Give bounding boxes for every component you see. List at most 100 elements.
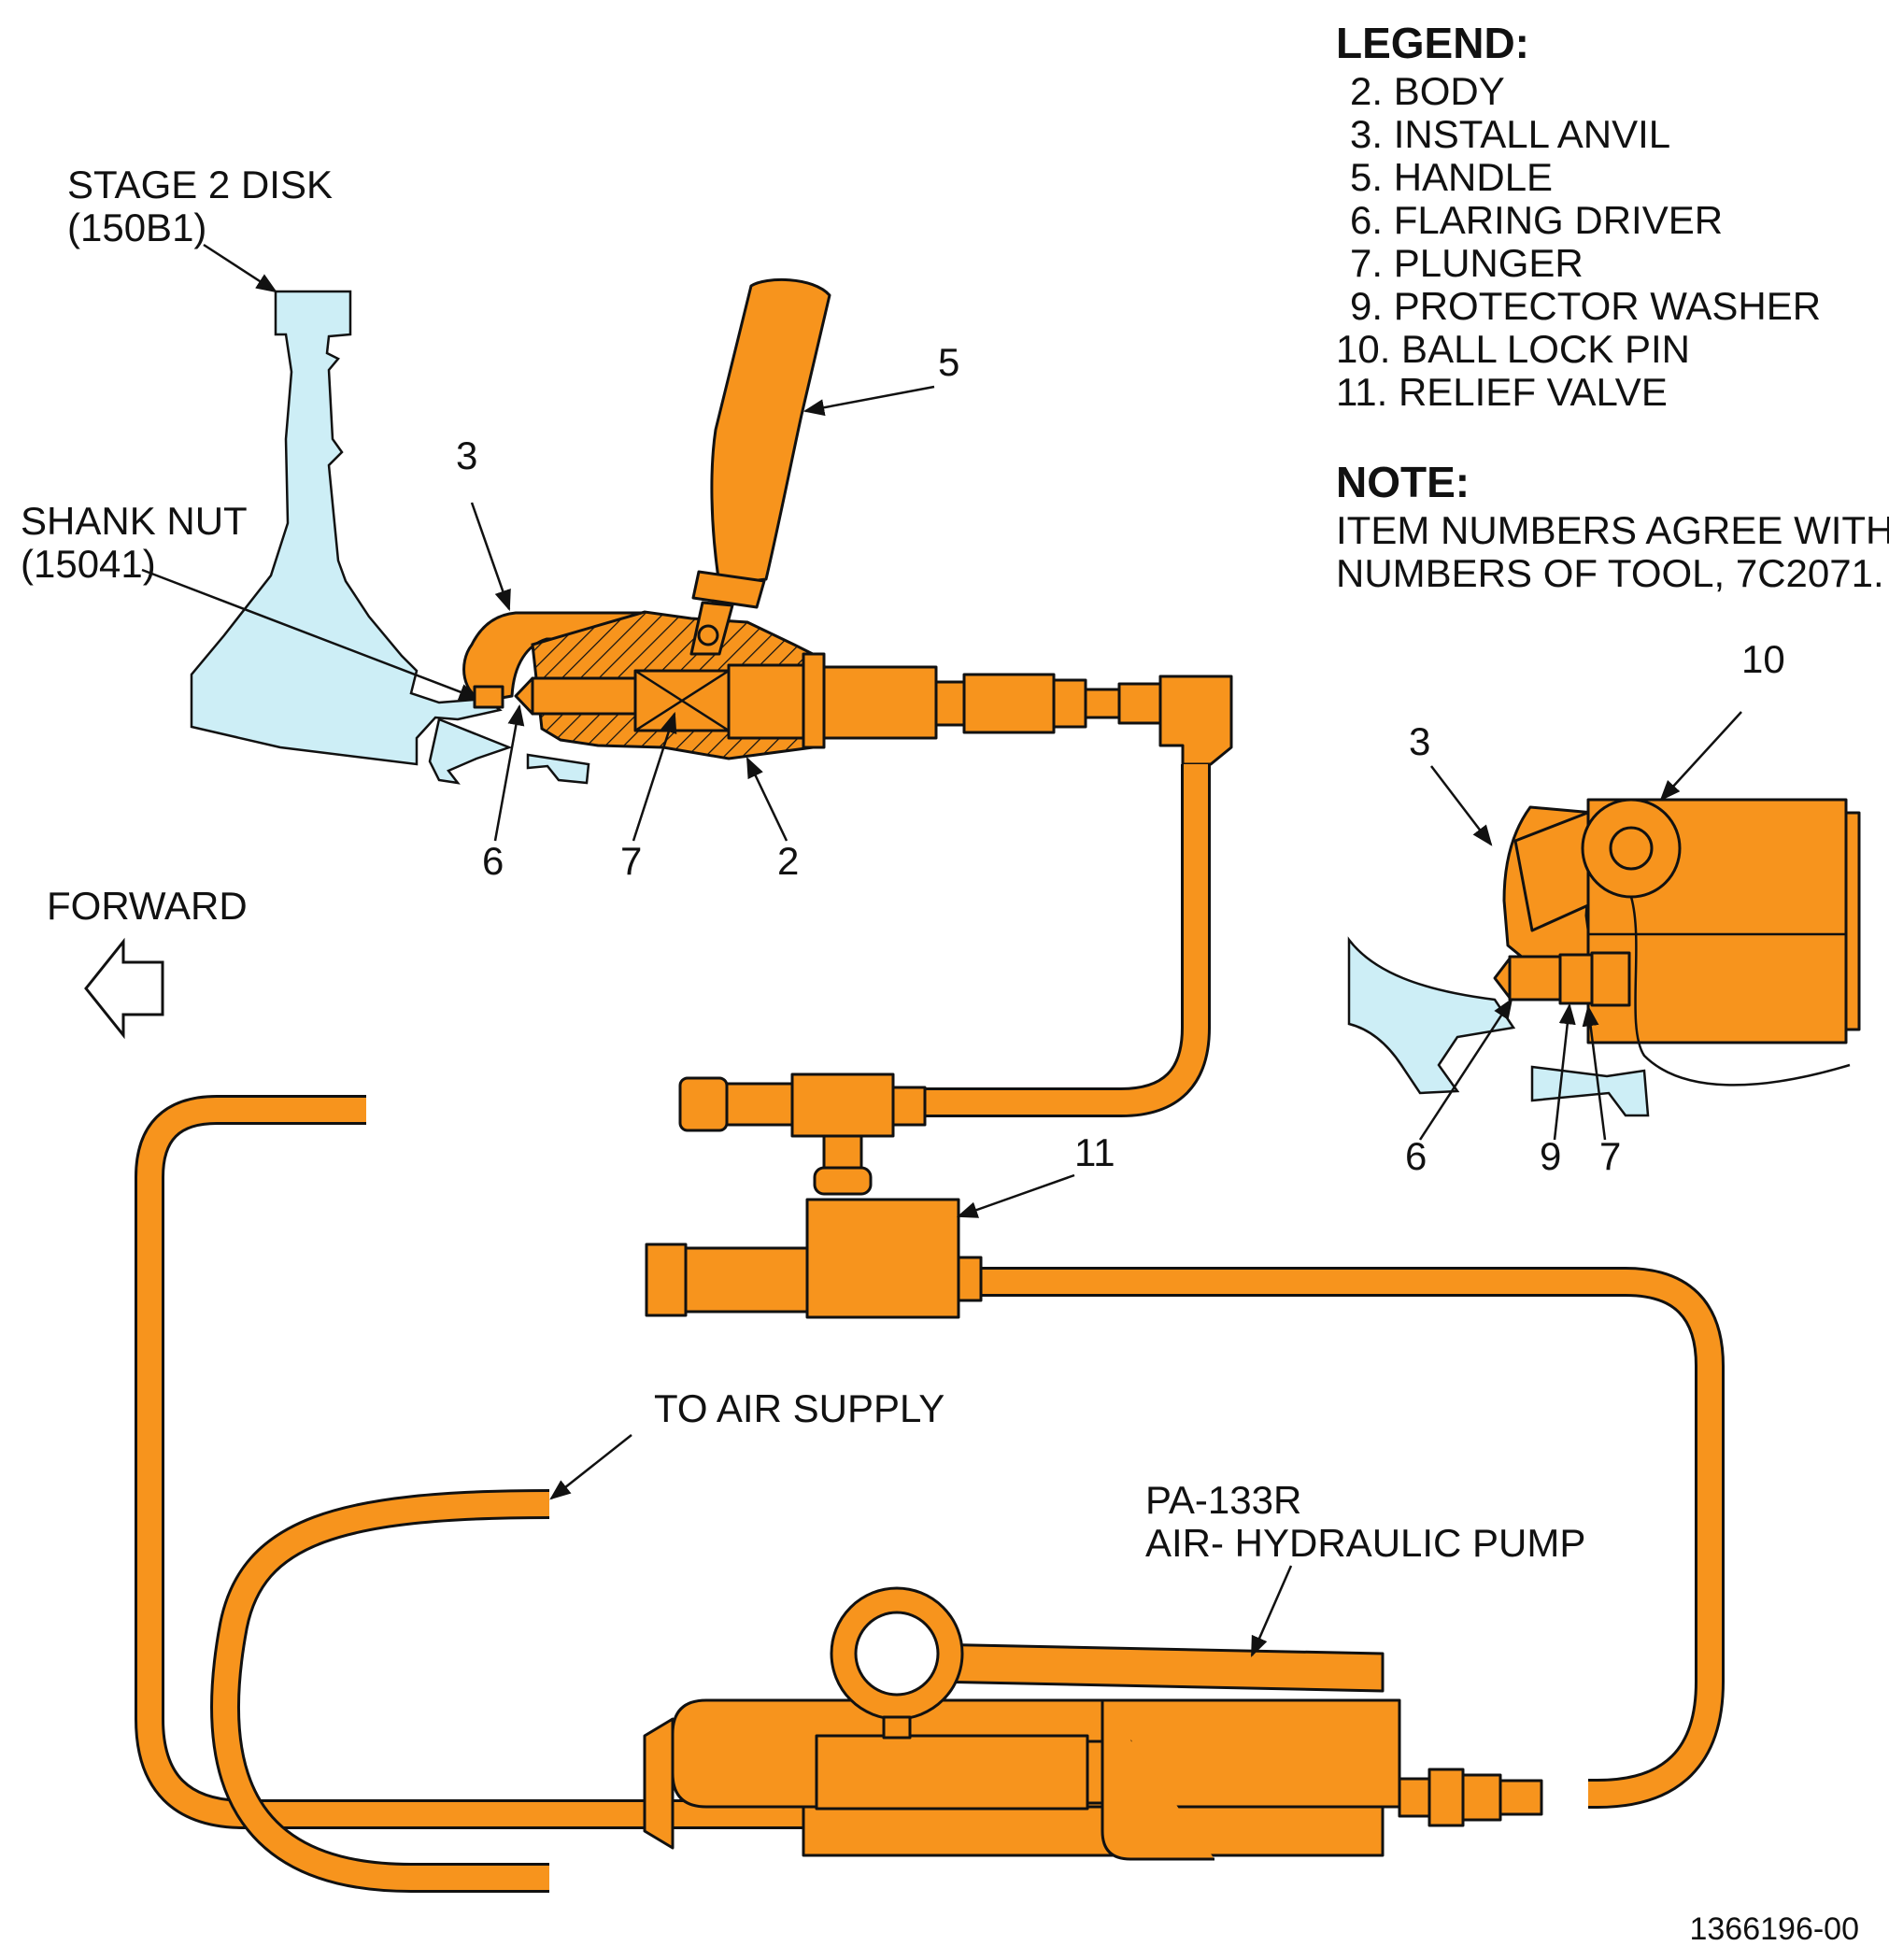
legend-item-body: 2. BODY: [1350, 69, 1505, 113]
elbow: [1158, 675, 1233, 766]
callout-main-7: 7: [620, 839, 642, 883]
shank-nut-leader: [141, 568, 481, 701]
legend: LEGEND: 2. BODY 3. INSTALL ANVIL 5. HAND…: [1336, 19, 1821, 414]
nut: [1117, 682, 1162, 725]
handle: [710, 277, 831, 587]
hydraulic-lines: [135, 764, 1725, 1893]
legend-item-install-anvil: 3. INSTALL ANVIL: [1350, 112, 1670, 156]
callout-detail-9: 9: [1540, 1134, 1561, 1178]
callout-detail-3-leader: [1430, 765, 1493, 846]
callout-detail-9-leader: [1553, 1002, 1576, 1141]
legend-item-ball-lock-pin: 10. BALL LOCK PIN: [1336, 327, 1690, 371]
tee-outlet: [891, 1086, 927, 1127]
piston: [727, 663, 805, 740]
callout-detail-7-leader: [1582, 1004, 1607, 1141]
pump-lever: [923, 1642, 1385, 1693]
note: NOTE: ITEM NUMBERS AGREE WITH ITEM NUMBE…: [1336, 458, 1889, 595]
pump-model-label: PA-133R: [1145, 1478, 1301, 1522]
pump-gauge-face: [854, 1611, 940, 1697]
fitting-1: [934, 680, 966, 727]
callout-main-3-leader: [470, 502, 511, 612]
detail-view: [1347, 798, 1861, 1117]
shank-nut: [473, 685, 504, 709]
callout-main-5-leader: [802, 385, 935, 417]
pump-fitting: [1498, 1779, 1543, 1816]
callout-detail-10: 10: [1741, 637, 1785, 681]
tee-fitting: [678, 1072, 927, 1196]
callout-main-3: 3: [456, 433, 477, 477]
coupler: [962, 673, 1056, 734]
handle-collar: [691, 570, 766, 609]
to-air-supply-label: TO AIR SUPPLY: [654, 1386, 944, 1430]
callout-detail-6-leader: [1418, 998, 1513, 1141]
pump-frame: [1101, 1700, 1214, 1861]
callout-main-2-leader: [746, 756, 788, 842]
legend-item-plunger: 7. PLUNGER: [1350, 241, 1584, 285]
shank-nut-part-number: (15041): [21, 542, 156, 586]
pump-outlet: [1398, 1777, 1431, 1818]
legend-title: LEGEND:: [1336, 19, 1529, 67]
stage2-disk-leader: [203, 243, 277, 293]
relief-valve-adjuster: [684, 1246, 809, 1314]
callout-detail-10-leader: [1659, 711, 1742, 802]
pump-gauge-stem: [882, 1715, 912, 1740]
cylinder: [822, 665, 938, 740]
legend-item-handle: 5. HANDLE: [1350, 155, 1553, 199]
callout-main-2: 2: [777, 839, 799, 883]
callout-main-5: 5: [938, 340, 959, 384]
callout-main-6: 6: [482, 839, 504, 883]
air-hydraulic-pump: [643, 1586, 1543, 1861]
note-line-1: ITEM NUMBERS AGREE WITH ITEM: [1336, 508, 1889, 552]
detail-protector-washer: [1558, 953, 1594, 1005]
to-air-supply-leader: [549, 1434, 632, 1500]
figure-id: 1366196-00: [1689, 1911, 1859, 1947]
detail-disk-post: [1530, 1065, 1650, 1117]
callout-detail-7: 7: [1599, 1134, 1621, 1178]
detail-body-flange: [1844, 811, 1861, 1031]
shank-nut-label: SHANK NUT: [21, 499, 248, 543]
detail-flaring-driver-tip: [1508, 955, 1562, 1001]
relief-valve-body: [805, 1198, 960, 1319]
pump-fitting-hex: [1461, 1773, 1502, 1822]
note-title: NOTE:: [1336, 458, 1470, 506]
callout-valve-11-leader: [956, 1173, 1075, 1218]
pump-cylinder: [815, 1734, 1089, 1811]
tee-nipple: [725, 1082, 794, 1127]
note-line-2: NUMBERS OF TOOL, 7C2071.: [1336, 551, 1884, 595]
relief-valve-nut: [645, 1243, 688, 1317]
legend-item-flaring-driver: 6. FLARING DRIVER: [1350, 198, 1723, 242]
forward-arrow-icon: [84, 937, 164, 1040]
flaring-tool-main: [462, 277, 1233, 766]
body-flange: [802, 652, 826, 749]
fitting-3: [1084, 688, 1121, 719]
ball-lock-pin-lanyard: [1629, 896, 1851, 1087]
pump-base: [802, 1805, 1385, 1857]
legend-item-protector-washer: 9. PROTECTOR WASHER: [1350, 284, 1821, 328]
callout-detail-6: 6: [1405, 1134, 1427, 1178]
detail-plunger: [1590, 951, 1631, 1007]
fitting-2: [1052, 678, 1087, 729]
callout-detail-3: 3: [1409, 719, 1430, 763]
callout-main-7-leader: [632, 711, 677, 842]
pump-leader: [1250, 1565, 1293, 1658]
pump-name-label: AIR- HYDRAULIC PUMP: [1145, 1521, 1585, 1565]
legend-item-relief-valve: 11. RELIEF VALVE: [1336, 370, 1668, 414]
tee-stem: [822, 1134, 863, 1170]
handle-pivot: [697, 624, 719, 646]
detail-disk: [1347, 936, 1516, 1095]
tee-nut: [813, 1166, 873, 1196]
relief-valve: [645, 1198, 983, 1319]
tee-body: [790, 1072, 895, 1138]
pump-endcap: [643, 1717, 675, 1850]
stage2-disk-label: STAGE 2 DISK: [67, 163, 333, 206]
callout-main-6-leader: [493, 703, 525, 842]
forward-label: FORWARD: [47, 884, 248, 928]
callout-valve-11: 11: [1074, 1130, 1115, 1174]
coupler-left: [678, 1076, 729, 1132]
pump-fitting-nut: [1427, 1768, 1465, 1827]
stage2-disk-part-number: (150B1): [67, 206, 206, 249]
stage2-disk: [190, 290, 590, 785]
relief-valve-outlet: [957, 1256, 983, 1302]
ball-lock-pin-center: [1609, 826, 1654, 871]
